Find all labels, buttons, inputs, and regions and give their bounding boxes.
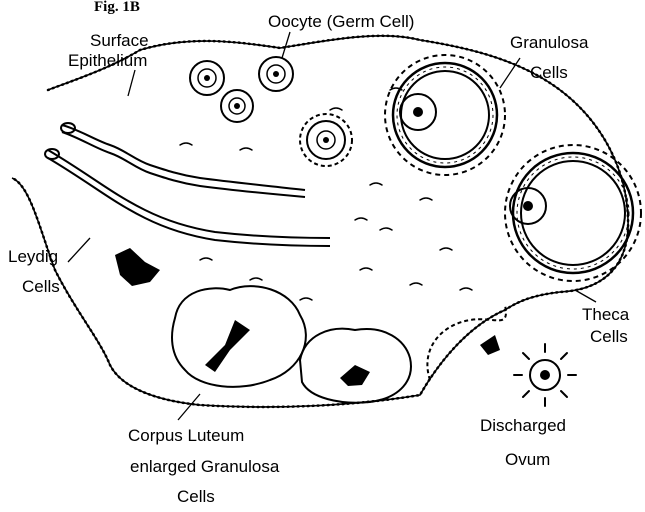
label-corpus-line3: Cells <box>177 487 215 506</box>
label-surface-line1: Surface <box>90 31 149 50</box>
tubules <box>45 123 330 246</box>
label-discharged-line2: Ovum <box>505 450 550 469</box>
antral-follicle-top <box>385 55 505 175</box>
primary-follicle <box>300 114 352 166</box>
discharged-ovum <box>514 344 576 406</box>
corpus-luteum-left <box>172 286 306 387</box>
oocyte-cluster <box>190 57 352 166</box>
label-leydig-line2: Cells <box>22 277 60 296</box>
label-theca-line1: Theca <box>582 305 630 324</box>
stroma-marks <box>180 88 472 300</box>
label-theca-line2: Cells <box>590 327 628 346</box>
label-discharged-line1: Discharged <box>480 416 566 435</box>
leader-lines <box>68 32 596 420</box>
oocyte-1 <box>190 61 224 95</box>
oocyte-2 <box>259 57 293 91</box>
label-granulosa-line1: Granulosa <box>510 33 589 52</box>
corpus-luteum-center <box>300 329 411 403</box>
figure-caption: Fig. 1B <box>94 0 140 15</box>
label-corpus-line1: Corpus Luteum <box>128 426 244 445</box>
oocyte-3 <box>221 90 253 122</box>
label-surface-line2: Epithelium <box>68 51 147 70</box>
label-leydig-line1: Leydig <box>8 247 58 266</box>
label-oocyte: Oocyte (Germ Cell) <box>268 12 414 31</box>
label-granulosa-line2: Cells <box>530 63 568 82</box>
leydig-cells <box>115 248 160 286</box>
label-corpus-line2: enlarged Granulosa <box>130 457 280 476</box>
